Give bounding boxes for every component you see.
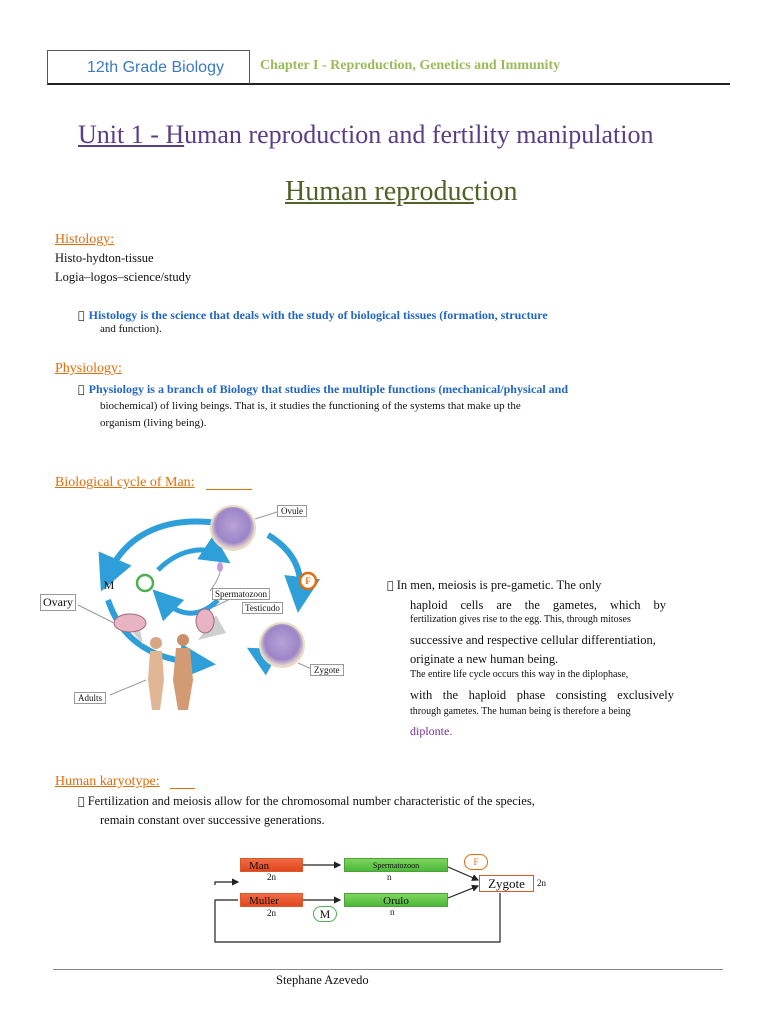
physiology-line3: organism (living being). bbox=[100, 417, 207, 429]
header-rule bbox=[250, 83, 730, 85]
cycle-text-l6: The entire life cycle occurs this way in… bbox=[410, 669, 629, 680]
unit-title: Unit 1 - Human reproduction and fertilit… bbox=[78, 120, 654, 150]
cycle-text-l1-content: In men, meiosis is pre-gametic. The only bbox=[387, 578, 602, 592]
testicle-label: Testicudo bbox=[242, 602, 283, 614]
bullet-icon:  bbox=[78, 383, 85, 396]
karyotype-diagram-lines bbox=[214, 861, 501, 943]
cycle-arrow bbox=[98, 518, 219, 592]
header-title: 12th Grade Biology bbox=[87, 59, 224, 76]
karyo-man-n: 2n bbox=[267, 872, 276, 882]
karyotype-line2: remain constant over successive generati… bbox=[100, 813, 325, 827]
main-title-underlined: Human reproduc bbox=[285, 176, 474, 207]
karyo-zygote-box: Zygote bbox=[479, 875, 534, 892]
karyo-sperm-box: Spermatozoon bbox=[344, 858, 448, 872]
m-circle bbox=[135, 573, 155, 593]
zygote-cell bbox=[259, 622, 305, 668]
footer-author: Stephane Azevedo bbox=[276, 973, 369, 987]
unit-title-rest: uman reproduction and fertility manipula… bbox=[184, 120, 654, 149]
histology-def-tail: and function). bbox=[100, 323, 162, 335]
unit-title-underlined: Unit 1 - H bbox=[78, 120, 185, 149]
karyotype-heading-underline bbox=[170, 788, 195, 789]
f-circle bbox=[298, 571, 318, 591]
physiology-heading: Physiology: bbox=[55, 361, 122, 376]
adults-label: Adults bbox=[74, 692, 107, 704]
karyo-ovule-n: n bbox=[390, 907, 395, 917]
cycle-arrow bbox=[266, 532, 321, 613]
cycle-text-l2: haploid cells are the gametes, which by bbox=[410, 598, 666, 612]
spermatozoon-label: Spermatozoon bbox=[212, 588, 270, 600]
physiology-definition:  Physiology is a branch of Biology that… bbox=[78, 380, 568, 398]
cycle-m-label: M bbox=[103, 578, 115, 592]
ovule-label: Ovule bbox=[277, 505, 307, 517]
histology-heading: Histology: bbox=[55, 232, 115, 247]
karyo-muller-n: 2n bbox=[267, 908, 276, 918]
bullet-icon:  bbox=[78, 795, 85, 808]
karyo-m-circle: M bbox=[313, 906, 337, 922]
bullet-icon:  bbox=[78, 309, 85, 322]
ovary-label: Ovary bbox=[40, 594, 76, 611]
cycle-text-l3: fertilization gives rise to the egg. Thi… bbox=[410, 614, 631, 625]
cycle-text-l4: successive and respective cellular diffe… bbox=[410, 633, 656, 647]
adults-figures bbox=[148, 634, 193, 710]
sperm-icon bbox=[217, 562, 223, 572]
karyo-sperm-n: n bbox=[387, 872, 392, 882]
testicle-icon bbox=[195, 608, 215, 634]
cycle-text-l1:  In men, meiosis is pre-gametic. The on… bbox=[387, 578, 601, 593]
cycle-text-l9: diplonte. bbox=[410, 724, 453, 738]
karyo-muller-box: Muller bbox=[240, 893, 303, 907]
histology-definition:  Histology is the science that deals wi… bbox=[78, 306, 548, 324]
footer-rule bbox=[53, 969, 723, 970]
bio-cycle-illustration bbox=[77, 505, 321, 710]
physiology-line2: biochemical) of living beings. That is, … bbox=[100, 400, 521, 412]
header-title-box bbox=[47, 50, 250, 85]
cycle-f-label: F bbox=[305, 576, 311, 586]
karyotype-line1-content: Fertilization and meiosis allow for the … bbox=[78, 794, 535, 808]
histology-line2: Logia–logos–science/study bbox=[55, 270, 192, 284]
ovule-cell bbox=[210, 505, 256, 551]
ovary-icon bbox=[113, 613, 147, 633]
header-chapter: Chapter I - Reproduction, Genetics and I… bbox=[260, 58, 561, 73]
karyo-zygote-n: 2n bbox=[537, 878, 546, 888]
bio-cycle-heading-underline bbox=[206, 489, 252, 490]
main-title-rest: tion bbox=[473, 176, 518, 207]
karyo-f-circle: F bbox=[464, 854, 488, 870]
karyo-ovule-box: Orulo bbox=[344, 893, 448, 907]
cycle-text-l7: with the haploid phase consisting exclus… bbox=[410, 688, 674, 702]
histology-def-bold: Histology is the science that deals with… bbox=[78, 308, 548, 322]
cycle-text-l8: through gametes. The human being is ther… bbox=[410, 706, 631, 717]
cycle-arrow bbox=[156, 534, 231, 572]
cycle-text-l5: originate a new human being. bbox=[410, 652, 559, 666]
cycle-arrow bbox=[152, 589, 220, 622]
karyotype-heading: Human karyotype: bbox=[55, 774, 160, 789]
main-title: Human reproduction bbox=[285, 176, 518, 208]
physiology-def-bold: Physiology is a branch of Biology that s… bbox=[78, 382, 568, 396]
bio-cycle-heading: Biological cycle of Man: bbox=[55, 475, 195, 490]
histology-line1: Histo-hydton-tissue bbox=[55, 251, 154, 265]
bullet-icon:  bbox=[387, 579, 394, 592]
zygote-label: Zygote bbox=[310, 664, 344, 676]
karyo-man-box: Man bbox=[240, 858, 303, 872]
karyotype-line1:  Fertilization and meiosis allow for th… bbox=[78, 794, 535, 809]
